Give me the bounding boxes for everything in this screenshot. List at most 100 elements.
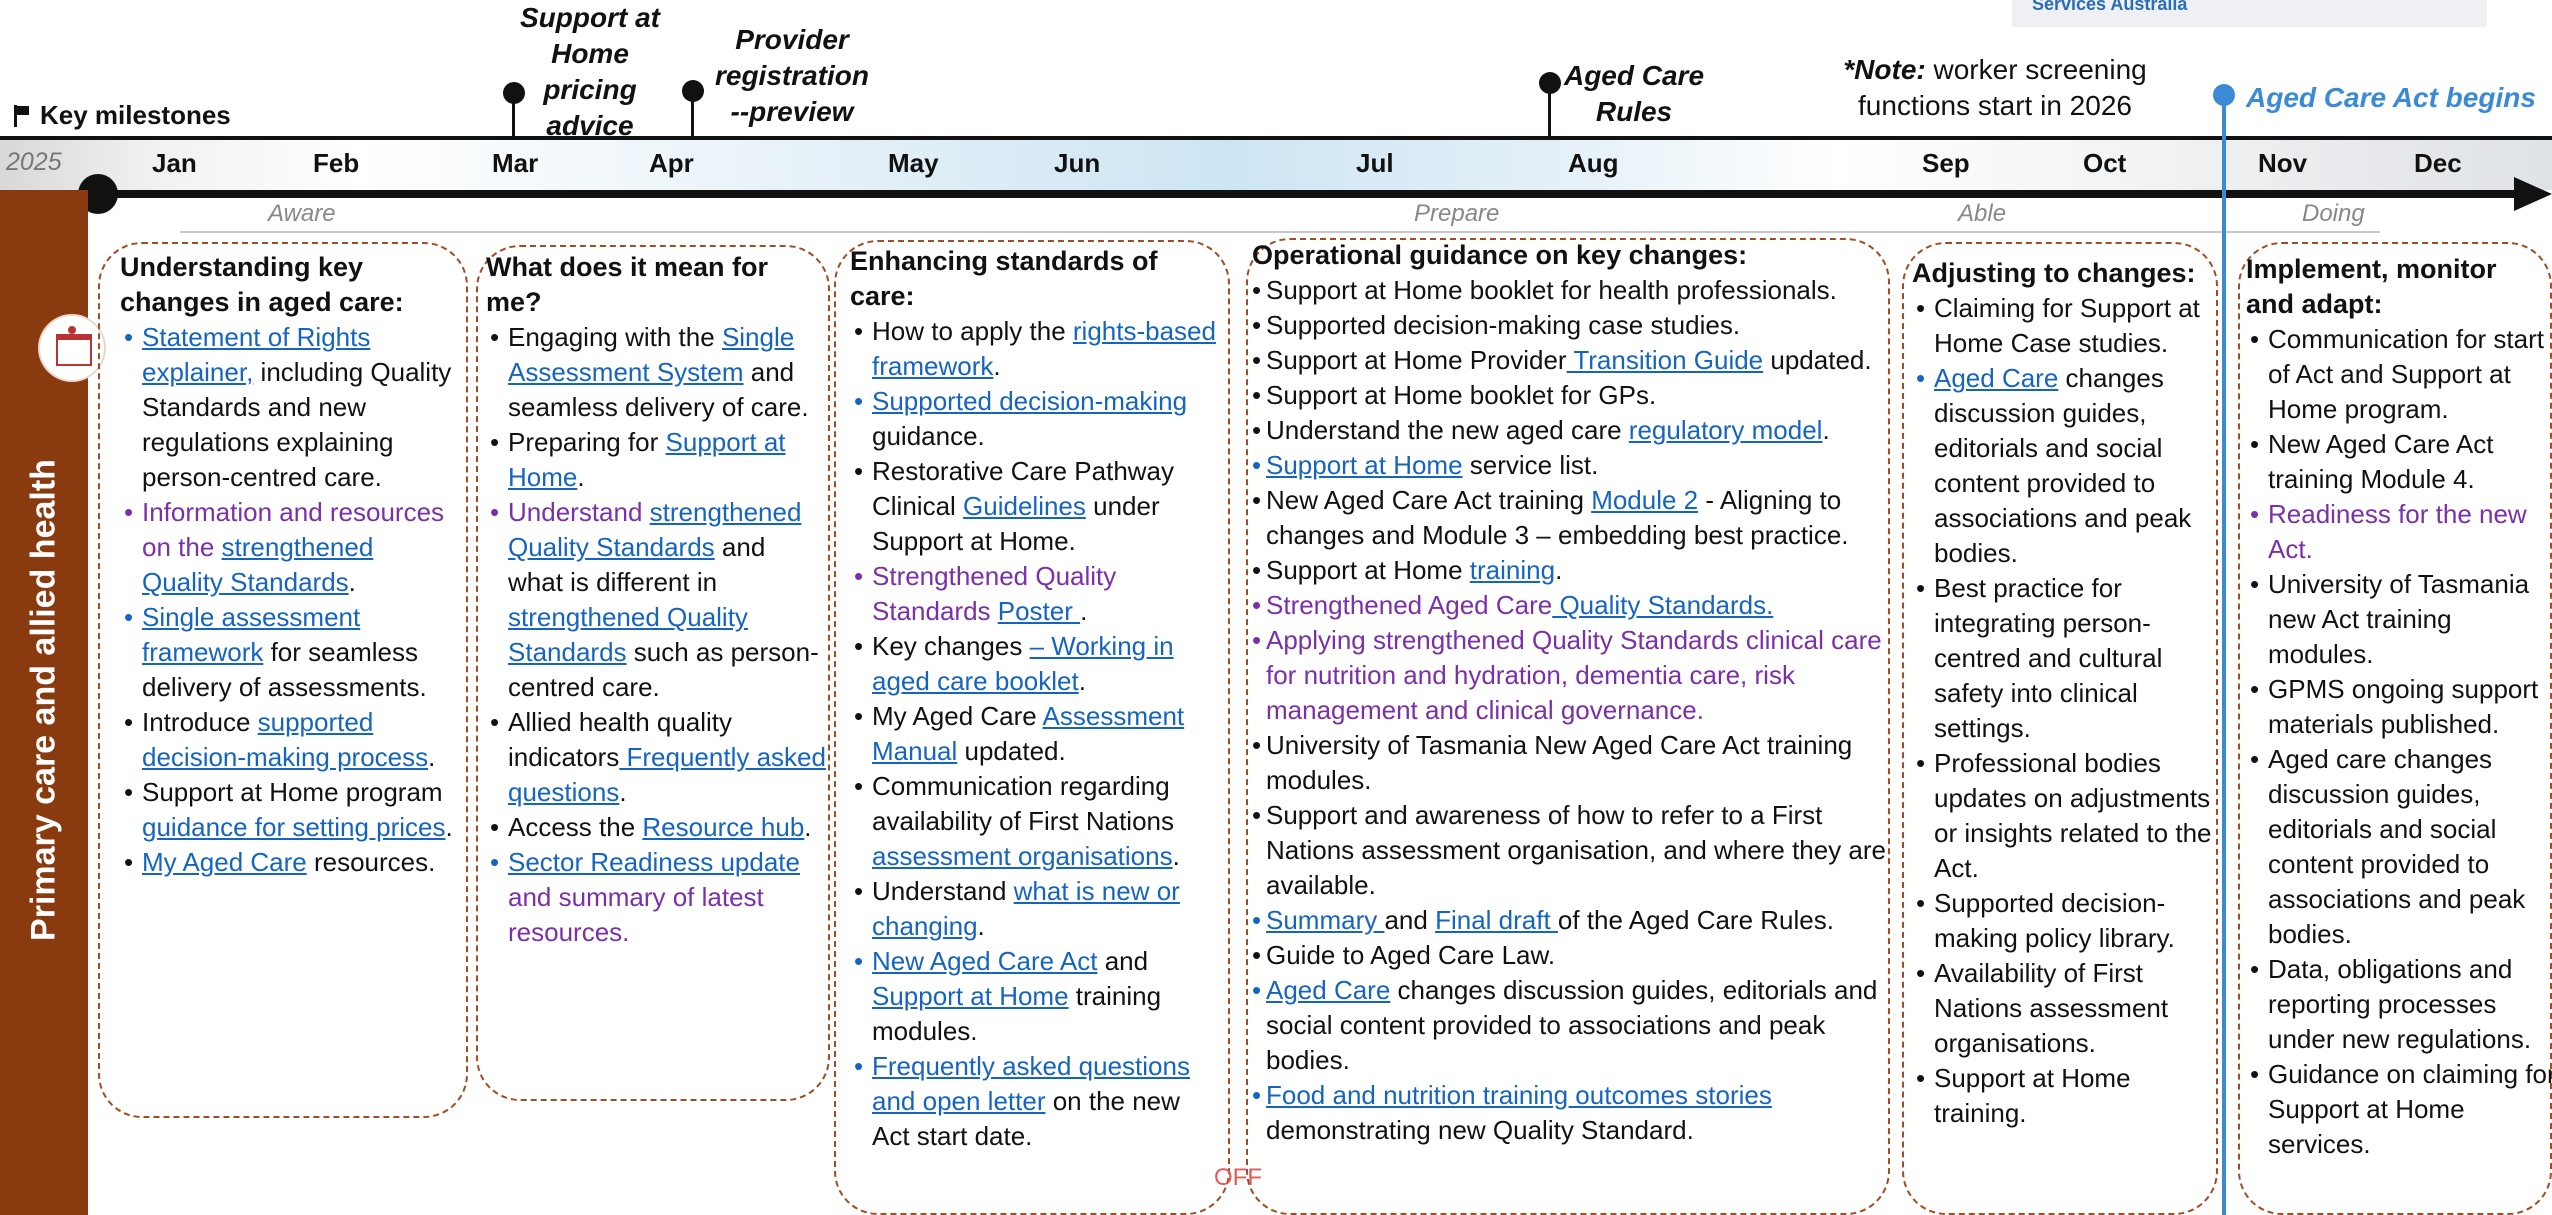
month-feb: Feb [313,148,360,178]
resource-link[interactable]: Food and nutrition training outcomes sto… [1266,1080,1772,1110]
resource-link[interactable]: Single assessment framework [142,602,361,667]
list-item: Engaging with the Single Assessment Syst… [486,320,826,425]
resource-link[interactable]: regulatory model [1628,415,1823,445]
resource-link[interactable]: New Aged Care Act [872,946,1098,976]
resource-link[interactable]: strengthened Quality Standards [508,602,748,667]
body-text: Communication for start of Act and Suppo… [2268,324,2544,424]
body-text: . [445,812,453,842]
body-text: Supported decision-making case studies. [1266,310,1741,340]
phase-rule [180,231,2380,233]
resource-link[interactable]: and [872,1086,923,1116]
list-item: Supported decision-making case studies. [1252,308,1900,343]
resource-link[interactable]: assessment organisations [872,841,1173,871]
body-text: Support and awareness of how to refer to… [1266,800,1887,900]
body-text: guidance. [872,421,985,451]
body-text: . [577,462,585,492]
list-item: GPMS ongoing support materials published… [2246,672,2552,742]
resource-link[interactable]: guidance for setting prices [142,812,446,842]
resource-link[interactable]: – Working in aged care booklet [872,631,1174,696]
resource-link[interactable]: Resource hub [642,812,805,842]
body-text: under Support at Home. [872,491,1160,556]
resource-link[interactable]: strengthened Quality Standards [142,532,374,597]
body-text: New Aged Care Act training [1266,485,1592,515]
resource-link[interactable]: Frequently asked questions [508,742,826,807]
resource-link[interactable]: Support at Home [1266,450,1463,480]
body-text: Support at Home Provider [1266,345,1567,375]
resource-link[interactable]: Supported decision-making [872,386,1188,416]
resource-link[interactable]: Quality Standards. [1552,590,1774,620]
resource-link[interactable]: Poster [997,596,1081,626]
list-item: Statement of Rights explainer, including… [120,320,460,495]
resource-link[interactable]: rights-based framework [872,316,1216,381]
milestone-stem [512,94,515,138]
resource-link[interactable]: Module 2 [1591,485,1699,515]
resource-link[interactable]: Summary [1266,905,1385,935]
list-item: Key changes – Working in aged care bookl… [850,629,1220,699]
body-text: New Aged Care Act training Module 4. [2268,429,2494,494]
list-item: Best practice for integrating person-cen… [1912,571,2222,746]
resource-link[interactable]: Support at Home [872,981,1069,1011]
body-text: Introduce [142,707,258,737]
phase-prepare: Prepare [1414,200,1500,227]
resource-link[interactable]: Aged Care [1934,363,2059,393]
body-text: Preparing for [508,427,666,457]
bullet-list: Engaging with the Single Assessment Syst… [486,320,826,950]
list-item: New Aged Care Act training Module 2 - Al… [1252,483,1900,553]
list-item: Support at Home training. [1252,553,1900,588]
resource-link[interactable]: Guidelines [963,491,1086,521]
column-outline [98,242,468,1118]
resource-link[interactable]: supported decision-making process [142,707,429,772]
body-text: . [1078,666,1086,696]
resource-link[interactable]: open letter [922,1086,1046,1116]
resource-link[interactable]: what is new or changing [872,876,1180,941]
body-text: and seamless delivery of care. [508,357,809,422]
month-may: May [888,148,939,178]
column-outline [476,245,830,1101]
resource-link[interactable]: Final draft [1435,905,1558,935]
list-item: How to apply the rights-based framework. [850,314,1220,384]
list-item: Aged Care changes discussion guides, edi… [1912,361,2222,571]
list-item: Supported decision-making policy library… [1912,886,2222,956]
resource-link[interactable]: Single Assessment System [508,322,795,387]
body-text: such as person-centred care. [508,637,819,702]
body-text: University of Tasmania New Aged Care Act… [1266,730,1853,795]
column-operational-guidance: Operational guidance on key changes:Supp… [1252,238,1900,1148]
resource-link[interactable]: Assessment Manual [872,701,1185,766]
resource-link[interactable]: Frequently asked questions [872,1051,1190,1081]
list-item: Single assessment framework for seamless… [120,600,460,705]
list-item: Support at Home training. [1912,1061,2222,1131]
body-text: changes discussion guides, editorials an… [1934,363,2192,568]
body-text: including Quality Standards and new regu… [142,357,452,492]
list-item: Support at Home booklet for health profe… [1252,273,1900,308]
month-apr: Apr [649,148,694,178]
resource-link[interactable]: Support at Home [508,427,786,492]
phase-doing: Doing [2302,200,2365,227]
body-text: University of Tasmania new Act training … [2268,569,2530,669]
resource-link[interactable]: Transition Guide [1566,345,1764,375]
body-text: - Aligning to changes and Module 3 – emb… [1266,485,1849,550]
resource-link[interactable]: Sector Readiness update [508,847,800,877]
body-text: . [1555,555,1563,585]
list-item: Preparing for Support at Home. [486,425,826,495]
resource-link[interactable]: Statement of Rights explainer, [142,322,371,387]
resource-link[interactable]: My Aged Care [142,847,307,877]
list-item: University of Tasmania new Act training … [2246,567,2552,672]
body-text: Supported decision-making policy library… [1934,888,2175,953]
body-text: . [348,567,356,597]
bullet-list: How to apply the rights-based framework.… [850,314,1220,1154]
body-text: Best practice for integrating person-cen… [1934,573,2163,743]
month-oct: Oct [2083,148,2127,178]
list-item: Understand the new aged care regulatory … [1252,413,1900,448]
resource-link[interactable]: training [1469,555,1556,585]
resource-link[interactable]: strengthened Quality Standards [508,497,802,562]
list-item: Access the Resource hub. [486,810,826,845]
body-text: Engaging with the [508,322,722,352]
list-item: University of Tasmania New Aged Care Act… [1252,728,1900,798]
list-item: Aged Care changes discussion guides, edi… [1252,973,1900,1078]
resource-link[interactable]: Aged Care [1266,975,1391,1005]
list-item: Claiming for Support at Home Case studie… [1912,291,2222,361]
body-text: Support at Home program [142,777,443,807]
